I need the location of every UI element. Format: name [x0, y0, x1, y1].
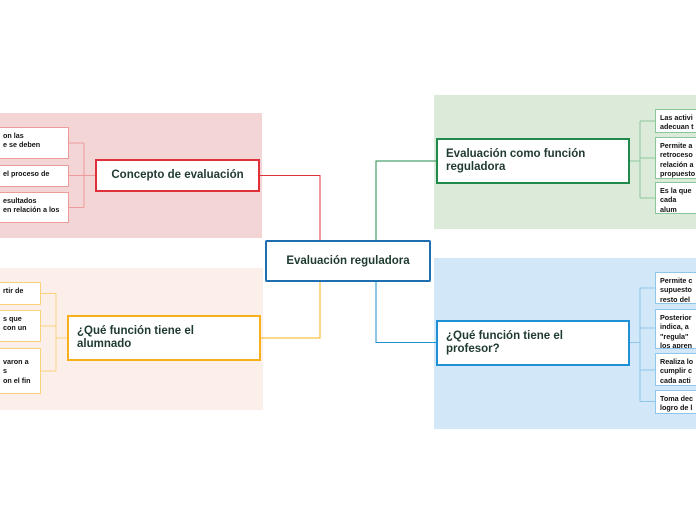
- connector-profesor: [375, 281, 437, 343]
- connector-funcion-leaves: [628, 120, 656, 199]
- branch-profesor-label: ¿Qué función tiene el profesor?: [446, 330, 563, 355]
- leaf-profesor-2[interactable]: Posterior indica, a "regula" los apren: [655, 309, 696, 349]
- leaf-alumnado-3[interactable]: varon a s on el fin: [0, 348, 41, 394]
- branch-concepto[interactable]: Concepto de evaluación: [95, 159, 260, 192]
- branch-profesor[interactable]: ¿Qué función tiene el profesor?: [436, 320, 630, 366]
- leaf-funcion-3[interactable]: Es la que cada alum enseñanz: [655, 182, 696, 214]
- leaf-concepto-3[interactable]: esultados en relación a los: [0, 192, 69, 223]
- branch-concepto-label: Concepto de evaluación: [111, 169, 244, 181]
- leaf-concepto-2[interactable]: el proceso de: [0, 165, 69, 187]
- connector-concepto-leaves: [69, 142, 96, 208]
- connector-alumnado-leaves: [41, 293, 68, 372]
- leaf-profesor-1[interactable]: Permite c supuesto resto del: [655, 272, 696, 304]
- leaf-profesor-4[interactable]: Toma dec logro de l: [655, 390, 696, 414]
- central-node-label: Evaluación reguladora: [286, 255, 410, 267]
- connector-profesor-leaves: [628, 287, 656, 402]
- leaf-profesor-3[interactable]: Realiza lo cumplir c cada acti: [655, 353, 696, 386]
- branch-funcion-label: Evaluación como función reguladora: [446, 148, 586, 173]
- connector-alumnado: [260, 281, 321, 339]
- central-node[interactable]: Evaluación reguladora: [265, 240, 431, 282]
- leaf-alumnado-2[interactable]: s que con un: [0, 310, 41, 342]
- branch-alumnado[interactable]: ¿Qué función tiene el alumnado: [67, 315, 261, 361]
- leaf-funcion-1[interactable]: Las activi adecuan t: [655, 109, 696, 133]
- leaf-concepto-1[interactable]: on las e se deben: [0, 127, 69, 159]
- leaf-alumnado-1[interactable]: rtir de: [0, 282, 41, 305]
- branch-funcion[interactable]: Evaluación como función reguladora: [436, 138, 630, 184]
- connector-funcion: [375, 160, 437, 241]
- branch-alumnado-label: ¿Qué función tiene el alumnado: [77, 325, 194, 350]
- connector-concepto: [259, 175, 321, 241]
- leaf-funcion-2[interactable]: Permite a retroceso relación a propuesto: [655, 137, 696, 179]
